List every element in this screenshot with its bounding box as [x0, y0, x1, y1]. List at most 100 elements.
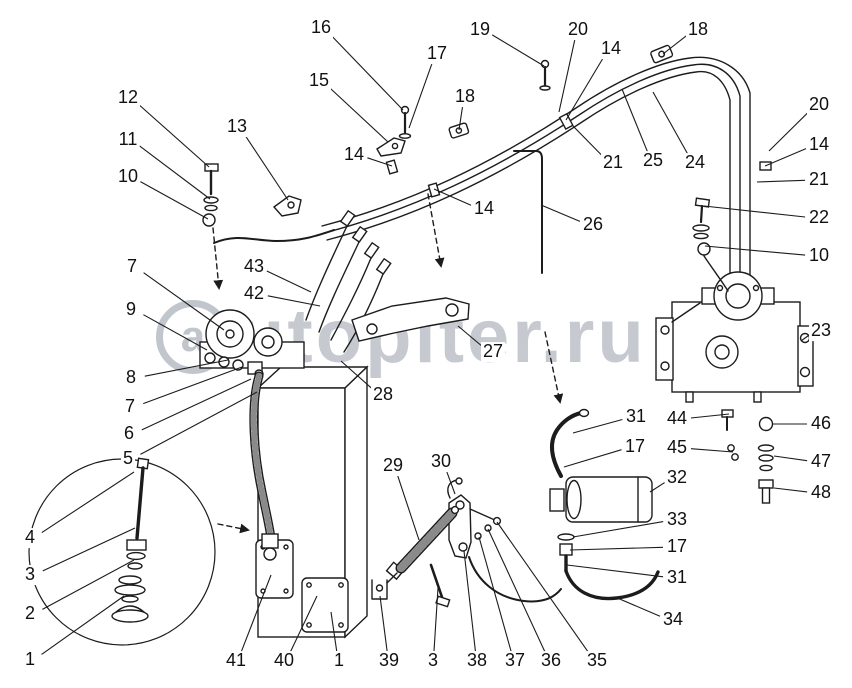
leader-1: [41, 595, 125, 655]
callout-26: 26: [580, 214, 606, 235]
oil-tank: [255, 365, 369, 639]
leader-45: [690, 448, 734, 453]
callout-25: 25: [640, 150, 666, 171]
leader-31: [566, 564, 664, 578]
callout-27: 27: [480, 341, 506, 362]
callout-16: 16: [308, 17, 334, 38]
callout-34: 34: [660, 609, 686, 630]
leader-5: [140, 391, 258, 455]
pipe-left-feed: [213, 229, 335, 244]
leader-37: [478, 536, 512, 652]
callout-32: 32: [664, 467, 690, 488]
leader-16: [330, 34, 404, 111]
callout-10: 10: [806, 245, 832, 266]
pipe-return: [468, 556, 562, 603]
callout-36: 36: [538, 650, 564, 671]
detail-circle: [28, 457, 216, 646]
callout-11: 11: [116, 129, 140, 150]
leader-20: [768, 111, 810, 152]
callout-10: 10: [115, 166, 141, 187]
callout-3: 3: [425, 650, 441, 671]
fasteners-44-48: [721, 409, 775, 504]
leader-14: [367, 157, 393, 167]
callout-41: 41: [223, 650, 249, 671]
callout-13: 13: [224, 116, 250, 137]
leader-39: [379, 595, 388, 652]
callout-17: 17: [664, 536, 690, 557]
pump-assembly: [199, 309, 305, 379]
rod-3-clevis-39: [371, 563, 451, 608]
callout-18: 18: [685, 19, 711, 40]
clamp-screw-16: [398, 105, 412, 139]
callout-21: 21: [806, 169, 832, 190]
dashed-arrows: [212, 193, 564, 534]
callout-3: 3: [22, 564, 38, 585]
callout-31: 31: [664, 567, 690, 588]
hoses-42-43-28: [305, 225, 384, 353]
leader-15: [329, 87, 389, 143]
callout-8: 8: [123, 367, 139, 388]
leader-32: [649, 482, 665, 493]
leader-17: [569, 546, 664, 551]
leader-18: [662, 35, 687, 55]
callout-15: 15: [306, 70, 332, 91]
callout-35: 35: [584, 650, 610, 671]
callout-24: 24: [682, 152, 708, 173]
callout-12: 12: [115, 87, 141, 108]
callout-22: 22: [806, 207, 832, 228]
callout-46: 46: [808, 413, 834, 434]
callout-2: 2: [22, 603, 38, 624]
callout-20: 20: [565, 19, 591, 40]
leader-14: [433, 188, 472, 206]
leader-31: [572, 418, 623, 434]
callout-40: 40: [271, 650, 297, 671]
callout-5: 5: [120, 448, 136, 469]
leader-22: [703, 205, 806, 218]
pipe-26: [513, 150, 543, 274]
bracket-27: [351, 297, 470, 342]
callout-7: 7: [122, 396, 138, 417]
callout-17: 17: [622, 436, 648, 457]
leader-21: [756, 179, 806, 183]
callout-21: 21: [600, 152, 626, 173]
callout-29: 29: [380, 455, 406, 476]
leader-11: [139, 145, 211, 200]
callout-28: 28: [370, 384, 396, 405]
callout-9: 9: [123, 299, 139, 320]
leader-26: [540, 204, 581, 222]
leader-23: [800, 335, 809, 342]
leader-34: [614, 596, 661, 617]
cover-plate-40: [301, 577, 349, 633]
leader-30: [446, 471, 456, 495]
leader-10: [704, 245, 806, 256]
callout-42: 42: [241, 283, 267, 304]
leader-18: [458, 106, 464, 131]
suction-hose: [249, 371, 279, 561]
leader-20: [558, 39, 576, 113]
callout-1: 1: [22, 649, 38, 670]
callout-14: 14: [598, 38, 624, 59]
leader-3: [42, 527, 136, 572]
leader-6: [141, 378, 252, 431]
leader-17: [408, 63, 433, 129]
leader-35: [496, 521, 590, 654]
callout-17: 17: [424, 43, 450, 64]
leader-3: [433, 587, 439, 652]
leader-41: [240, 574, 272, 652]
hose-connectors: [339, 209, 392, 276]
leader-38: [463, 550, 476, 652]
leader-27: [457, 325, 483, 347]
leader-36: [487, 528, 546, 653]
leader-33: [572, 521, 664, 538]
callout-23: 23: [808, 320, 834, 341]
callout-43: 43: [241, 256, 267, 277]
pipe-bundle: [321, 56, 751, 292]
leader-12: [138, 104, 210, 168]
leader-9: [143, 314, 208, 351]
callout-19: 19: [467, 19, 493, 40]
leader-1: [330, 611, 338, 652]
cylinder-32: [549, 408, 653, 523]
leader-4: [41, 471, 135, 534]
